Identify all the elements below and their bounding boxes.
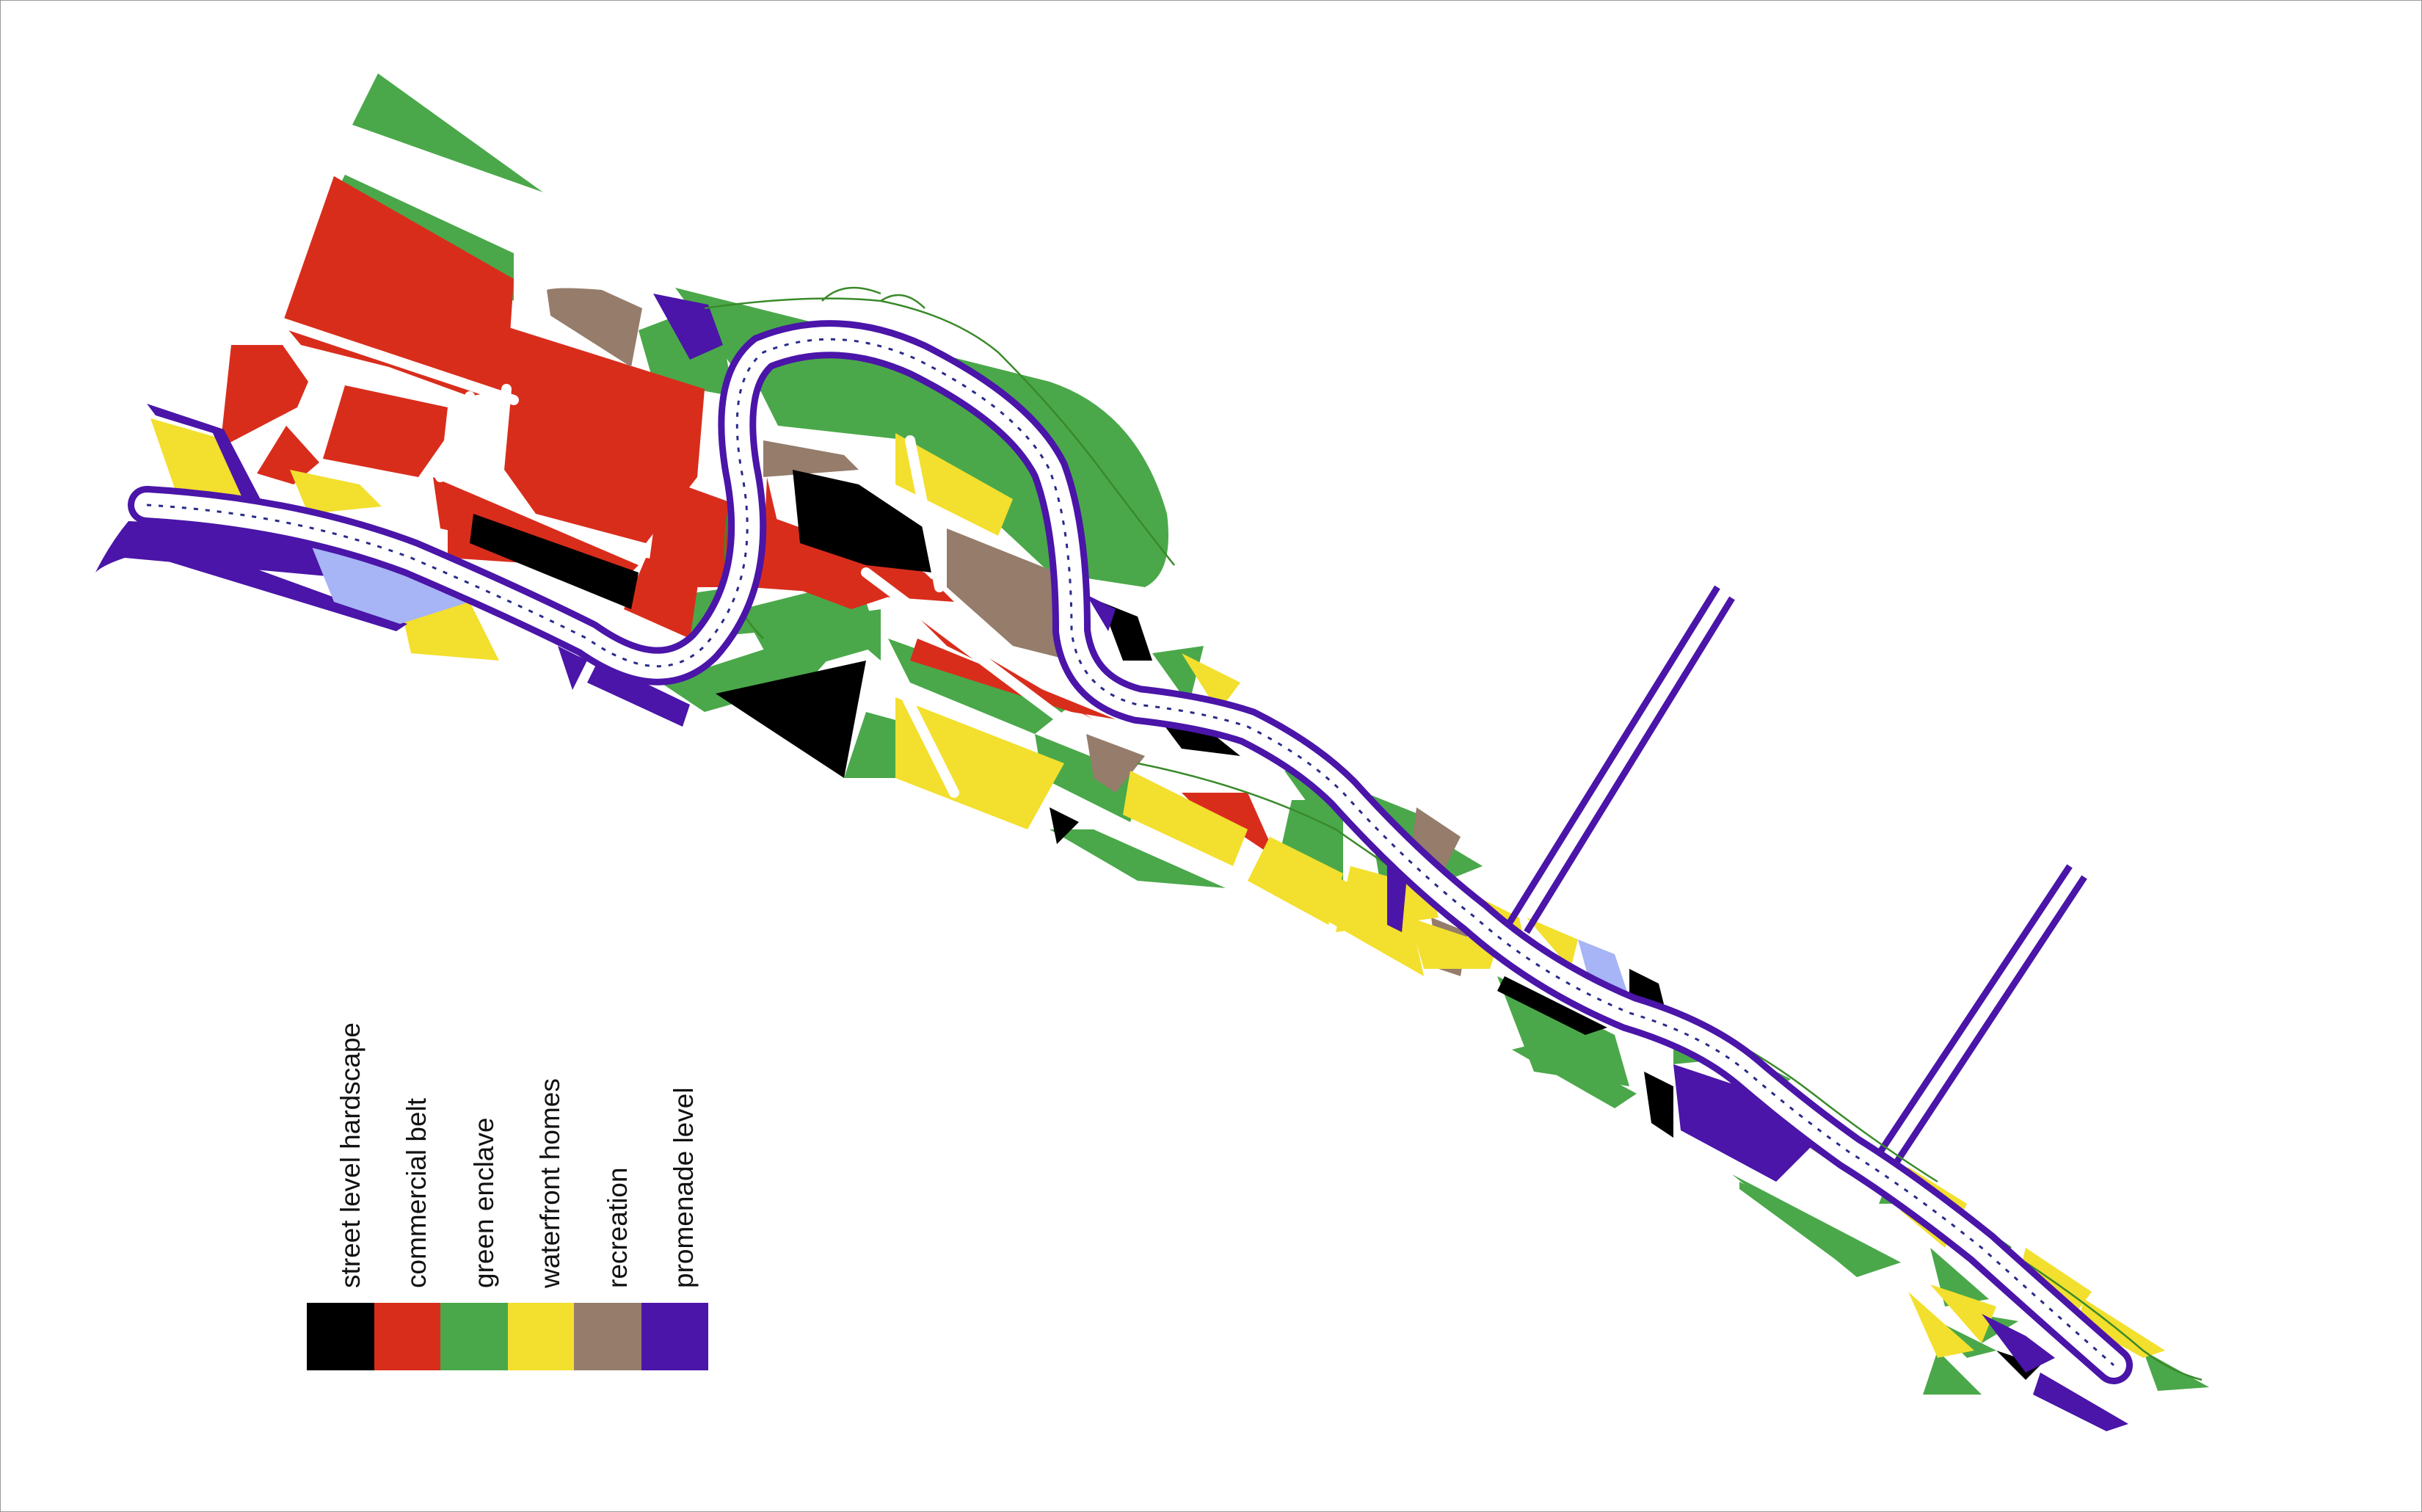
legend-swatch-green-enclave: [440, 1303, 508, 1370]
road-gaps: [277, 318, 1077, 798]
recreation-parcels: [547, 288, 1864, 1174]
piers: [1505, 585, 2087, 1191]
legend-swatch-promenade-level: [641, 1303, 708, 1370]
legend-label-street-level-hardscape: street level hardscape: [335, 1022, 366, 1288]
promenade-level-parcels: [95, 294, 2128, 1431]
legend-swatches: [307, 1303, 708, 1370]
legend-labels: street level hardscape commercial belt g…: [335, 1022, 699, 1289]
legend-swatch-commercial-belt: [374, 1303, 440, 1370]
legend-label-waterfront-homes: waterfront homes: [535, 1078, 565, 1289]
legend-label-recreation: recreation: [603, 1167, 633, 1288]
legend-swatch-recreation: [574, 1303, 641, 1370]
legend-label-commercial-belt: commercial belt: [401, 1097, 432, 1288]
legend-label-green-enclave: green enclave: [469, 1118, 499, 1288]
legend-label-promenade-level: promenade level: [669, 1087, 699, 1288]
legend-swatch-street-level-hardscape: [307, 1303, 374, 1370]
promenade-river-path: [128, 320, 2133, 1384]
legend-swatch-waterfront-homes: [508, 1303, 574, 1370]
